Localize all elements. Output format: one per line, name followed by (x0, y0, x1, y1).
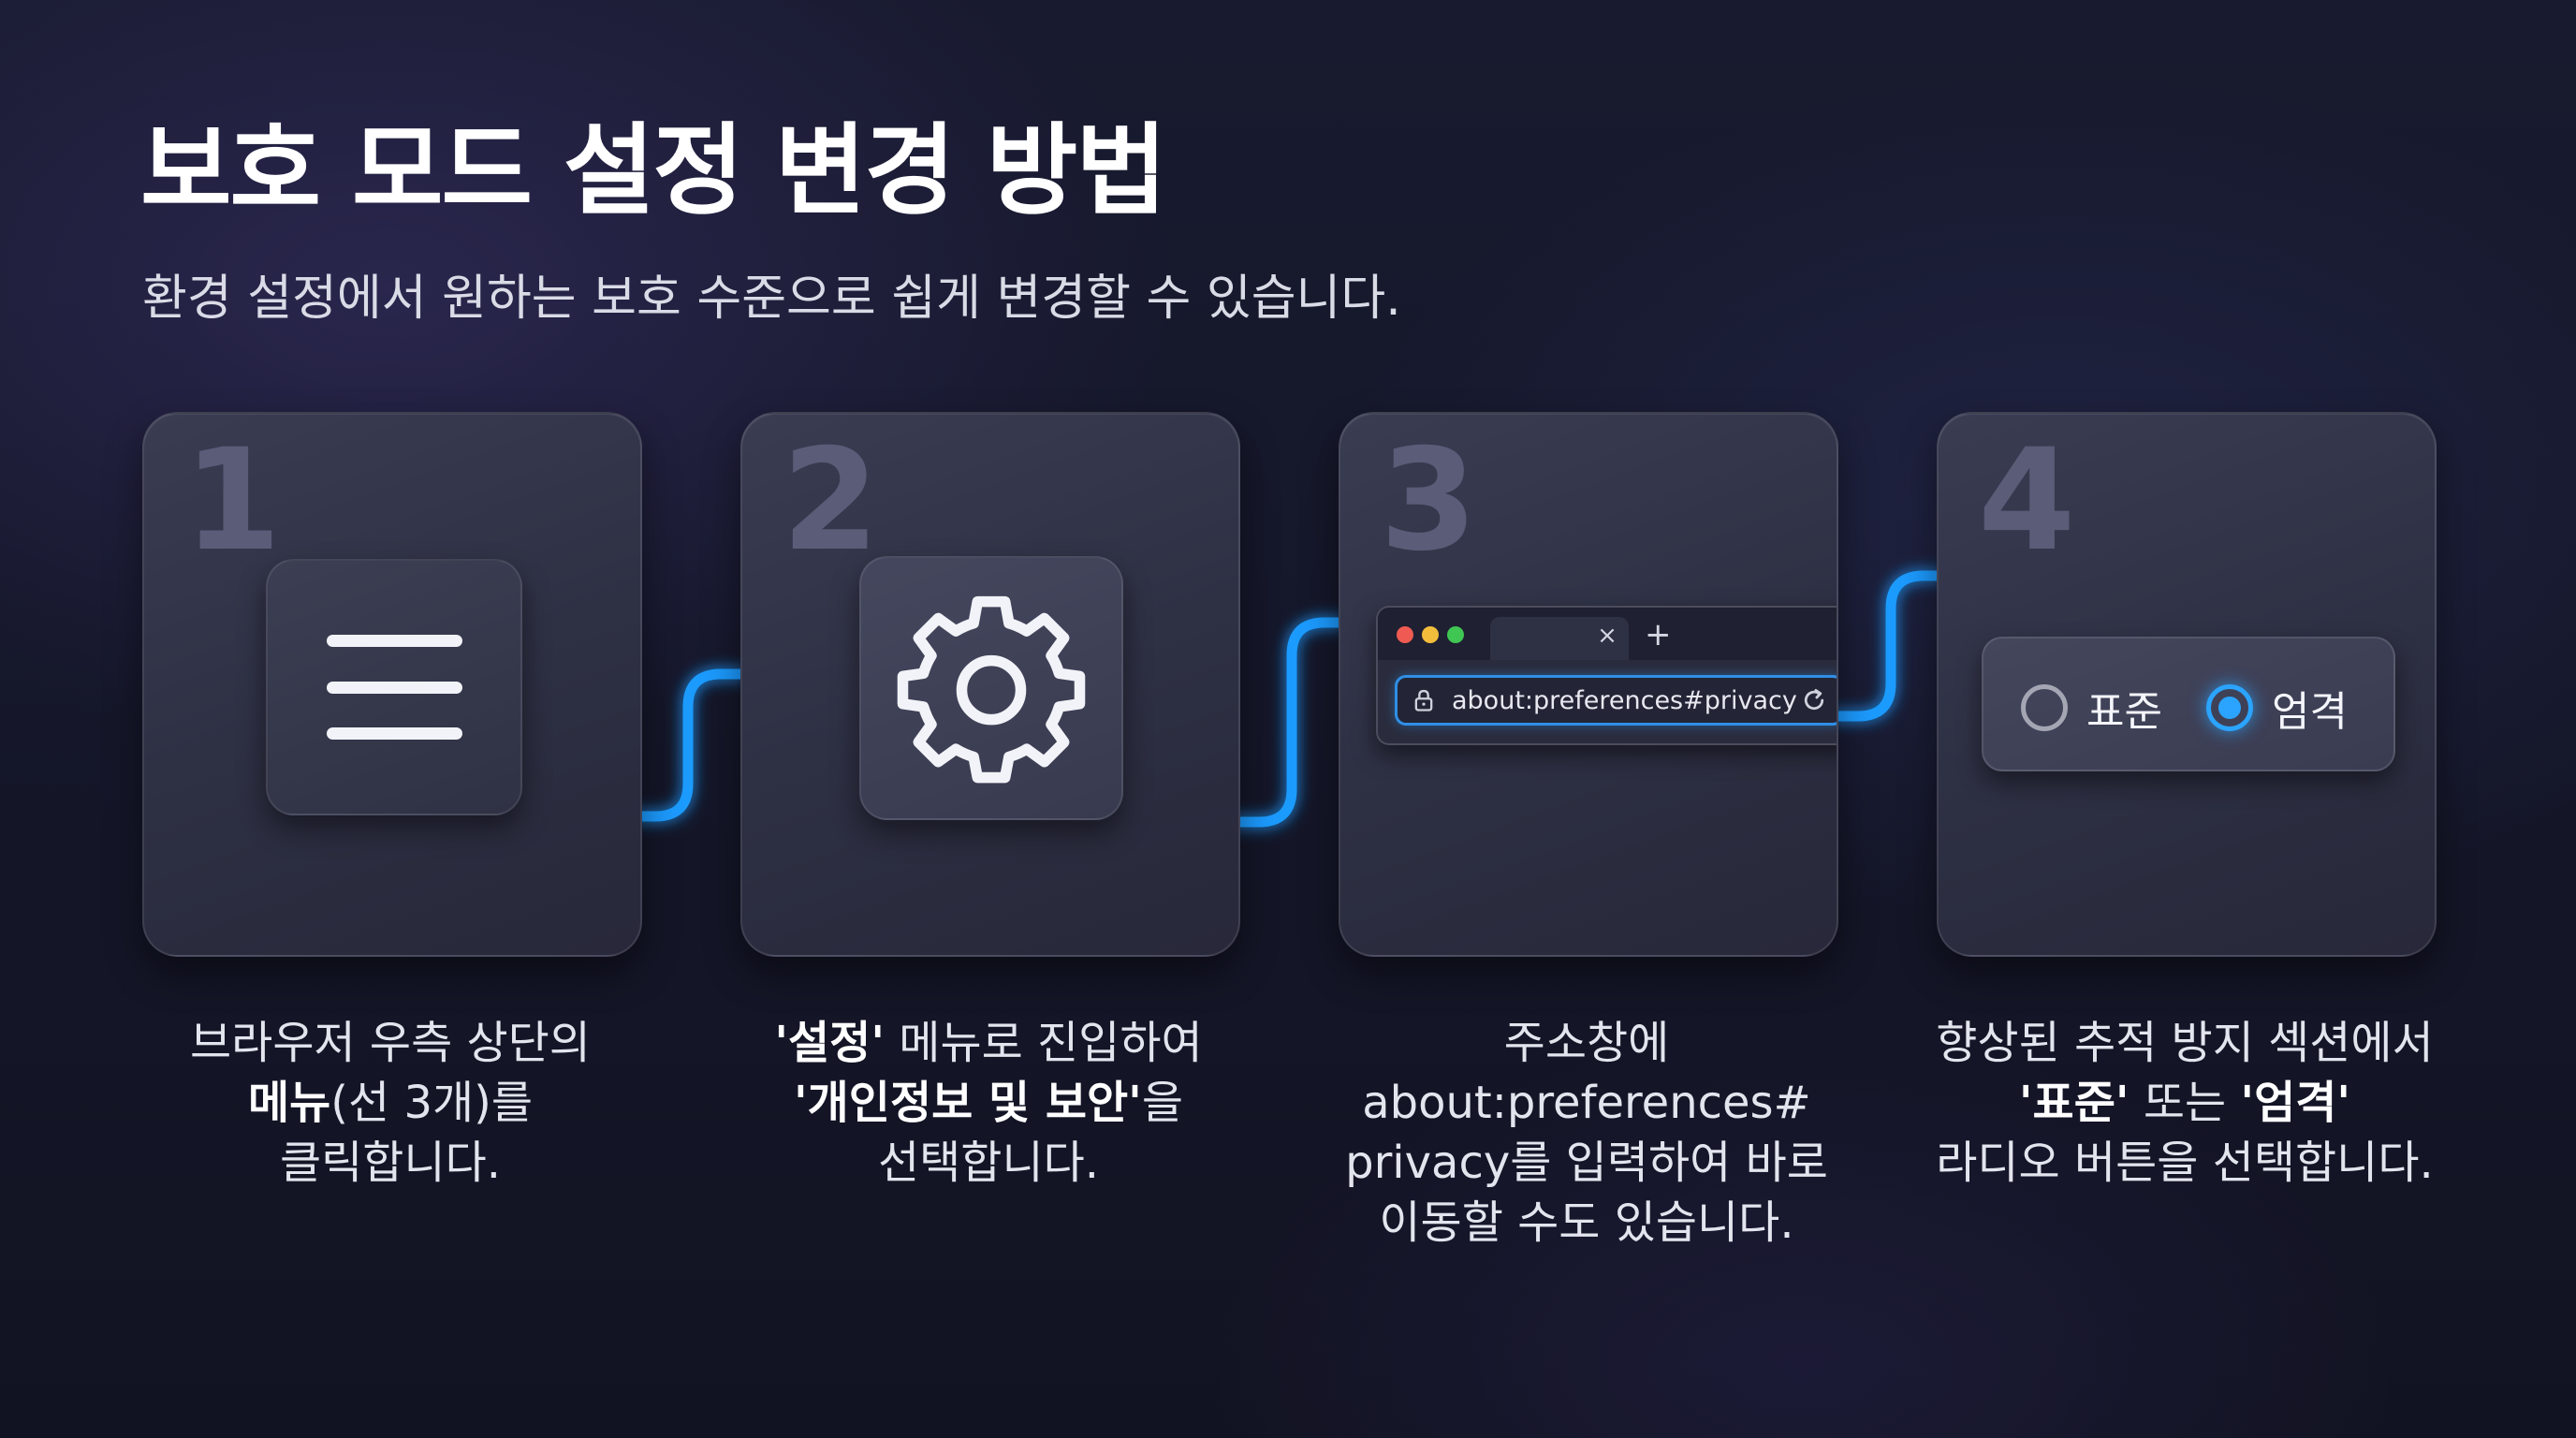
radio-label-strict: 엄격 (2272, 688, 2348, 736)
caption-line: '개인정보 및 보안'을 (726, 1073, 1251, 1133)
caption-emphasis: '설정' (774, 1017, 886, 1069)
step-caption-3: 주소창에 about:preferences# privacy를 입력하여 바로… (1325, 1013, 1849, 1253)
close-window-dot[interactable] (1397, 626, 1413, 643)
caption-text: 또는 (2129, 1077, 2241, 1129)
caption-line: 향상된 추적 방지 섹션에서 (1936, 1017, 2434, 1069)
page-title: 보호 모드 설정 변경 방법 (140, 113, 1167, 228)
caption-emphasis: '표준' (2018, 1077, 2130, 1129)
radio-unchecked-icon[interactable] (2021, 684, 2068, 731)
radio-label-standard: 표준 (2086, 688, 2162, 736)
radio-option-standard[interactable]: 표준 (2021, 678, 2162, 738)
protection-level-radio-group: 표준 엄격 (1982, 637, 2395, 771)
browser-tab[interactable] (1490, 617, 1629, 660)
caption-line: 선택합니다. (877, 1137, 1100, 1189)
radio-option-strict[interactable]: 엄격 (2206, 678, 2348, 738)
caption-line: 메뉴(선 3개)를 (128, 1073, 652, 1133)
caption-line: about:preferences# (1362, 1077, 1811, 1129)
caption-emphasis: '개인정보 및 보안' (793, 1077, 1142, 1129)
menu-button[interactable] (266, 559, 522, 815)
address-bar[interactable]: about:preferences#privacy (1395, 675, 1837, 726)
connector-2-3 (1231, 617, 1344, 828)
connector-3-4 (1829, 570, 1942, 722)
close-tab-icon[interactable]: × (1597, 622, 1617, 650)
radio-checked-icon[interactable] (2206, 684, 2253, 731)
caption-line: '표준' 또는 '엄격' (1923, 1073, 2447, 1133)
new-tab-icon[interactable]: + (1645, 616, 1672, 653)
connector-1-2 (633, 668, 746, 822)
caption-text: 을 (1141, 1077, 1184, 1129)
maximize-window-dot[interactable] (1447, 626, 1464, 643)
caption-text: 메뉴로 진입하여 (885, 1017, 1203, 1069)
caption-line: 브라우저 우측 상단의 (190, 1017, 591, 1069)
step-card-1: 1 (142, 412, 642, 957)
caption-line: privacy를 입력하여 바로 (1345, 1137, 1828, 1189)
page-subtitle: 환경 설정에서 원하는 보호 수준으로 쉽게 변경할 수 있습니다. (142, 271, 1401, 327)
step-number: 4 (1978, 419, 2075, 582)
caption-line: '설정' 메뉴로 진입하여 (726, 1013, 1251, 1073)
step-caption-2: '설정' 메뉴로 진입하여 '개인정보 및 보안'을 선택합니다. (726, 1013, 1251, 1193)
caption-line: 클릭합니다. (279, 1137, 502, 1189)
caption-text: (선 3개)를 (330, 1077, 534, 1129)
caption-line: 이동할 수도 있습니다. (1379, 1196, 1794, 1249)
step-caption-1: 브라우저 우측 상단의 메뉴(선 3개)를 클릭합니다. (128, 1013, 652, 1193)
browser-window: × + about:preferences#privacy (1376, 606, 1837, 745)
lock-icon (1414, 689, 1433, 712)
reload-icon[interactable] (1800, 686, 1828, 714)
step-number: 3 (1380, 419, 1477, 582)
hamburger-menu-icon (326, 635, 462, 740)
address-bar-url: about:preferences#privacy (1452, 685, 1797, 715)
step-caption-4: 향상된 추적 방지 섹션에서 '표준' 또는 '엄격' 라디오 버튼을 선택합니… (1923, 1013, 2447, 1193)
browser-tab-bar: × + (1378, 608, 1837, 660)
step-card-2: 2 (740, 412, 1240, 957)
step-card-4: 4 표준 엄격 (1937, 412, 2437, 957)
step-number: 2 (782, 419, 879, 582)
settings-button[interactable] (859, 556, 1123, 820)
step-number: 1 (183, 419, 281, 582)
caption-emphasis: '엄격' (2240, 1077, 2351, 1129)
minimize-window-dot[interactable] (1422, 626, 1439, 643)
caption-line: 라디오 버튼을 선택합니다. (1936, 1137, 2434, 1189)
step-card-3: 3 × + about:preferences#privacy (1339, 412, 1838, 957)
caption-line: 주소창에 (1503, 1017, 1670, 1069)
gear-icon (897, 595, 1086, 784)
caption-emphasis: 메뉴 (247, 1077, 331, 1129)
